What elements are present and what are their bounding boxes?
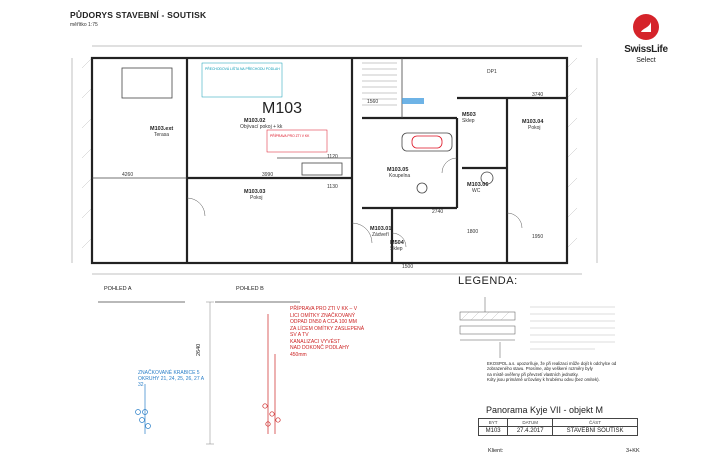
cast-value: STAVEBNÍ SOUTISK xyxy=(552,426,638,436)
red-note-line: KANALIZACI VYVÉST xyxy=(290,338,341,345)
dimension: 1120 xyxy=(327,154,338,160)
red-note-line: LICI OMÍTKY ZNAČKOVANÝ xyxy=(290,312,356,319)
room-code: M103.05 xyxy=(387,167,408,173)
scale-label: měřítko 1:75 xyxy=(70,22,98,28)
dimension: DP1 xyxy=(487,69,497,75)
cyan-note: PŘECHODOVÁ LIŠTA NA PŘECHODU PODLAH xyxy=(205,66,280,71)
dimension: 4260 xyxy=(122,172,133,178)
room-name: Sklep xyxy=(462,118,475,124)
red-note: PŘÍPRAVA PRO ZTI V KK – V LICI OMÍTKY ZN… xyxy=(290,306,380,358)
red-plan-note: PŘÍPRAVA PRO ZTI V KK xyxy=(270,133,310,138)
room-code: M103.03 xyxy=(244,189,265,195)
logo-name: SwissLife xyxy=(624,44,668,55)
byt-value: M103 xyxy=(477,426,509,436)
room-name: Obývací pokoj + kk xyxy=(240,124,283,130)
disclaimer: EKOSPOL a.s. upozorňuje, že při realizac… xyxy=(487,361,657,383)
col-datum: DATUM xyxy=(507,418,554,427)
dimension: 1500 xyxy=(402,264,413,270)
legend-title: LEGENDA: xyxy=(458,275,518,287)
dimension: 1130 xyxy=(327,184,338,190)
disclaimer-line: Kóty jsou primárně určovány k hrubému od… xyxy=(487,377,600,383)
red-note-line: NAD DOKONČ PODLAHY xyxy=(290,345,350,351)
room-code: M103.06 xyxy=(467,182,488,188)
view-a-label: POHLED A xyxy=(104,286,132,292)
room-name: Terasa xyxy=(154,132,169,138)
disclaimer-line: zobrazeného stavu. Prosíme, aby veškeré … xyxy=(487,366,593,372)
layout-type: 3+KK xyxy=(626,448,640,454)
room-code: M503 xyxy=(462,112,476,118)
klient-label: Klient: xyxy=(488,448,504,454)
dimension: 2740 xyxy=(432,209,443,215)
disclaimer-line: EKOSPOL a.s. upozorňuje, že při realizac… xyxy=(487,361,617,366)
project-name: Panorama Kyje VII - objekt M xyxy=(486,405,604,415)
dimension: 3990 xyxy=(262,172,273,178)
red-note-line: ODPAD DN50 A CCA 100 MM xyxy=(290,319,357,325)
dimension: 1560 xyxy=(367,99,378,105)
room-code: M103.04 xyxy=(522,119,544,125)
unit-label: M103 xyxy=(262,100,302,117)
red-note-line: SV A TV xyxy=(290,332,309,338)
elevation-views xyxy=(98,301,300,445)
red-note-line: PŘÍPRAVA PRO ZTI V KK – V xyxy=(290,306,358,312)
view-b-label: POHLED B xyxy=(236,286,264,292)
title-block: BYT DATUM ČÁST M103 27.4.2017 STAVEBNÍ S… xyxy=(477,418,638,436)
room-name: Koupelna xyxy=(389,173,410,179)
room-code: M504 xyxy=(390,240,405,246)
room-code: M103.02 xyxy=(244,118,265,124)
disclaimer-line: na místě ověřeny při převzetí vlastních … xyxy=(487,371,579,377)
floor-plan: PŘECHODOVÁ LIŠTA NA PŘECHODU PODLAH PŘÍP… xyxy=(71,45,598,275)
swisslife-logo: SwissLife Select xyxy=(615,14,685,74)
page-title: PŮDORYS STAVEBNÍ - SOUTISK xyxy=(70,10,207,20)
red-note-line: 450mm xyxy=(290,351,307,358)
room-name: Pokoj xyxy=(528,125,541,131)
room-name: Pokoj xyxy=(250,195,263,201)
col-cast: ČÁST xyxy=(552,418,638,427)
red-note-line: ZA LÍCEM OMÍTKY ZASLEPENÁ xyxy=(290,325,365,332)
view-dimension: 2640 xyxy=(196,343,202,356)
logo-sub: Select xyxy=(636,57,656,64)
legend-diagram xyxy=(459,297,615,358)
swisslife-logo-icon xyxy=(633,14,659,40)
room-code: M103.01 xyxy=(370,226,391,232)
datum-value: 27.4.2017 xyxy=(507,426,554,436)
dimension: 3740 xyxy=(532,92,543,98)
room-name: WC xyxy=(472,188,481,194)
dimension: 1950 xyxy=(532,234,543,240)
col-byt: BYT xyxy=(477,418,509,427)
room-name: Sklep xyxy=(390,246,403,252)
dimension: 1800 xyxy=(467,229,478,235)
blue-note: ZNAČKOVANÉ KRABICE 5 OKRUHY 21, 24, 25, … xyxy=(138,370,204,388)
room-code: M103.ext xyxy=(150,126,173,132)
room-name: Zádveří xyxy=(372,232,390,238)
